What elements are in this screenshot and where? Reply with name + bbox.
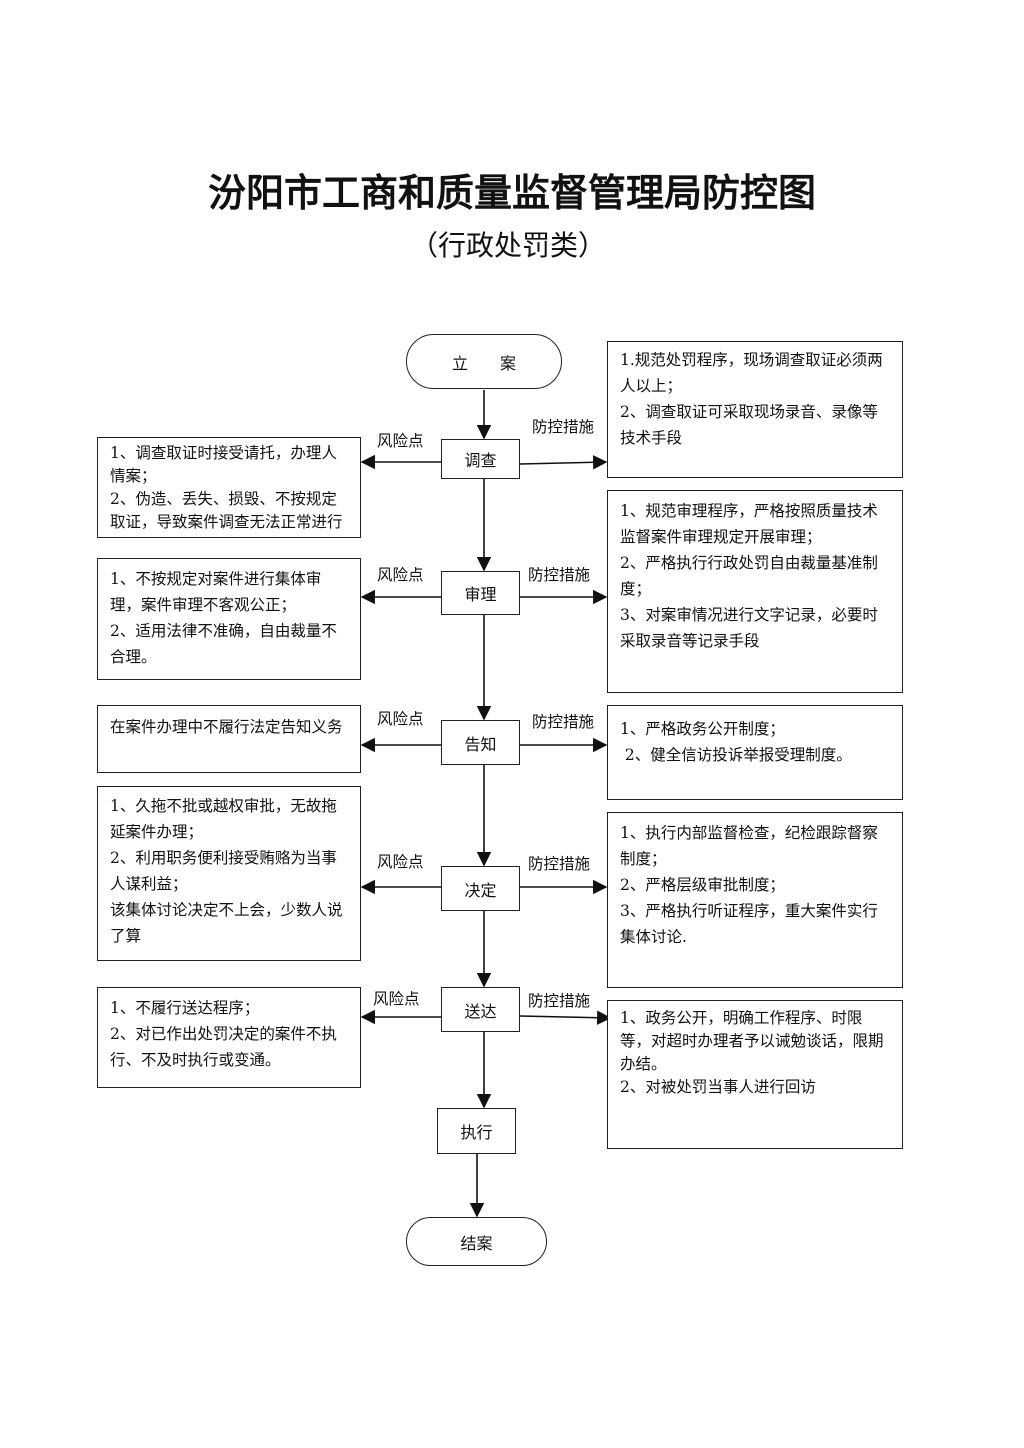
measure-item: 3、严格执行听证程序，重大案件实行集体讨论. — [620, 902, 878, 946]
risk-label-5: 风险点 — [373, 990, 420, 1008]
measure-label-3: 防控措施 — [532, 713, 595, 731]
risk-label-2: 风险点 — [377, 566, 424, 584]
measure-item: 1、政务公开，明确工作程序、时限等，对超时办理者予以诫勉谈话，限期办结。 — [620, 1009, 884, 1073]
start-node: 立 案 — [406, 334, 562, 389]
measure-item: 2、调查取证可采取现场录音、录像等技术手段 — [620, 403, 878, 447]
risk-item: 2、利用职务便利接受贿赂为当事人谋利益； — [110, 849, 337, 893]
risk-item: 2、对已作出处罚决定的案件不执行、不及时执行或变通。 — [110, 1025, 337, 1069]
risk-item: 该集体讨论决定不上会，少数人说了算 — [110, 901, 343, 945]
end-label: 结案 — [460, 1233, 493, 1253]
step-notify: 告知 — [441, 720, 520, 765]
risk-item: 在案件办理中不履行法定告知义务 — [110, 718, 343, 736]
measure-item: 1.规范处罚程序，现场调查取证必须两人以上； — [620, 351, 883, 395]
risk-item: 2、伪造、丢失、损毁、不按规定取证，导致案件调查无法正常进行 — [110, 490, 343, 531]
end-node: 结案 — [406, 1217, 547, 1266]
risk-box-review: 1、不按规定对案件进行集体审理，案件审理不客观公正； 2、适用法律不准确，自由裁… — [97, 558, 361, 680]
measure-box-notify: 1、严格政务公开制度； 2、健全信访投诉举报受理制度。 — [607, 705, 903, 800]
measure-label-4: 防控措施 — [528, 855, 591, 873]
measure-label-1: 防控措施 — [532, 418, 595, 436]
page-subtitle: （行政处罚类） — [410, 229, 607, 262]
step-deliver: 送达 — [441, 987, 520, 1032]
step-execute: 执行 — [437, 1108, 516, 1154]
arrow-measure-1 — [519, 455, 608, 470]
risk-box-decide: 1、久拖不批或越权审批，无故拖延案件办理； 2、利用职务便利接受贿赂为当事人谋利… — [97, 786, 361, 961]
step-decide: 决定 — [441, 866, 520, 911]
start-label: 立 案 — [451, 353, 516, 373]
arrow-measure-5 — [519, 1010, 612, 1025]
risk-item: 1、不按规定对案件进行集体审理，案件审理不客观公正； — [110, 570, 322, 614]
measure-label-5: 防控措施 — [528, 992, 591, 1010]
measure-item: 1、严格政务公开制度； — [620, 720, 785, 738]
measure-label-2: 防控措施 — [528, 566, 591, 584]
measure-box-review: 1、规范审理程序，严格按照质量技术监督案件审理规定开展审理； 2、严格执行行政处… — [607, 490, 903, 693]
risk-label-3: 风险点 — [377, 710, 424, 728]
measure-box-investigate: 1.规范处罚程序，现场调查取证必须两人以上； 2、调查取证可采取现场录音、录像等… — [607, 341, 903, 478]
measure-item: 2、健全信访投诉举报受理制度。 — [620, 746, 852, 764]
risk-item: 1、久拖不批或越权审批，无故拖延案件办理； — [110, 797, 337, 841]
measure-box-decide: 1、执行内部监督检查，纪检跟踪督察制度； 2、严格层级审批制度； 3、严格执行听… — [607, 812, 903, 988]
page-title: 汾阳市工商和质量监督管理局防控图 — [207, 170, 816, 215]
risk-item: 2、适用法律不准确，自由裁量不合理。 — [110, 622, 337, 666]
step-review: 审理 — [441, 571, 520, 615]
risk-label-4: 风险点 — [377, 853, 424, 871]
risk-label-1: 风险点 — [377, 432, 424, 450]
measure-item: 2、严格层级审批制度； — [620, 876, 785, 894]
measure-item: 1、执行内部监督检查，纪检跟踪督察制度； — [620, 824, 878, 868]
measure-item: 3、对案审情况进行文字记录，必要时采取录音等记录手段 — [620, 606, 878, 650]
measure-box-deliver: 1、政务公开，明确工作程序、时限等，对超时办理者予以诫勉谈话，限期办结。 2、对… — [607, 1000, 903, 1149]
risk-item: 1、调查取证时接受请托，办理人情案； — [110, 444, 337, 485]
measure-item: 2、严格执行行政处罚自由裁量基准制度； — [620, 554, 878, 598]
risk-box-investigate: 1、调查取证时接受请托，办理人情案； 2、伪造、丢失、损毁、不按规定取证，导致案… — [97, 437, 361, 538]
measure-item: 1、规范审理程序，严格按照质量技术监督案件审理规定开展审理； — [620, 502, 878, 546]
measure-item: 2、对被处罚当事人进行回访 — [620, 1078, 816, 1096]
risk-box-notify: 在案件办理中不履行法定告知义务 — [97, 705, 361, 773]
risk-box-deliver: 1、不履行送达程序； 2、对已作出处罚决定的案件不执行、不及时执行或变通。 — [97, 987, 361, 1088]
step-investigate: 调查 — [441, 439, 520, 479]
risk-item: 1、不履行送达程序； — [110, 999, 260, 1017]
